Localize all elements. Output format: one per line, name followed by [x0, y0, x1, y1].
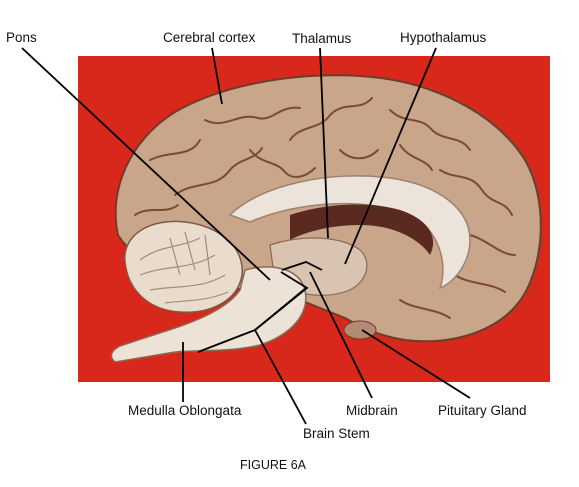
cerebral-cortex-leader [211, 47, 223, 105]
label-pons: Pons [6, 30, 37, 45]
label-pituitary-gland: Pituitary Gland [438, 403, 527, 418]
label-brain-stem: Brain Stem [303, 426, 370, 441]
cortex-sulci [134, 97, 516, 319]
brain-stem-bracket [197, 287, 307, 353]
cerebellum-folia [139, 231, 229, 304]
label-cerebral-cortex: Cerebral cortex [163, 30, 256, 45]
hypothalamus-leader [344, 47, 437, 265]
midbrain-leader [309, 271, 373, 399]
figure-caption: FIGURE 6A [240, 458, 306, 472]
lateral-ventricle [290, 204, 434, 255]
pons-leader [21, 47, 271, 281]
pituitary-gland-leader [361, 329, 471, 399]
brain-stem-upper-bracket [281, 261, 323, 271]
label-thalamus: Thalamus [292, 31, 352, 46]
label-medulla-oblongata: Medulla Oblongata [128, 403, 242, 418]
label-hypothalamus: Hypothalamus [400, 30, 487, 45]
leader-lines [21, 47, 471, 425]
thalamus-leader [319, 47, 329, 239]
label-midbrain: Midbrain [346, 403, 398, 418]
